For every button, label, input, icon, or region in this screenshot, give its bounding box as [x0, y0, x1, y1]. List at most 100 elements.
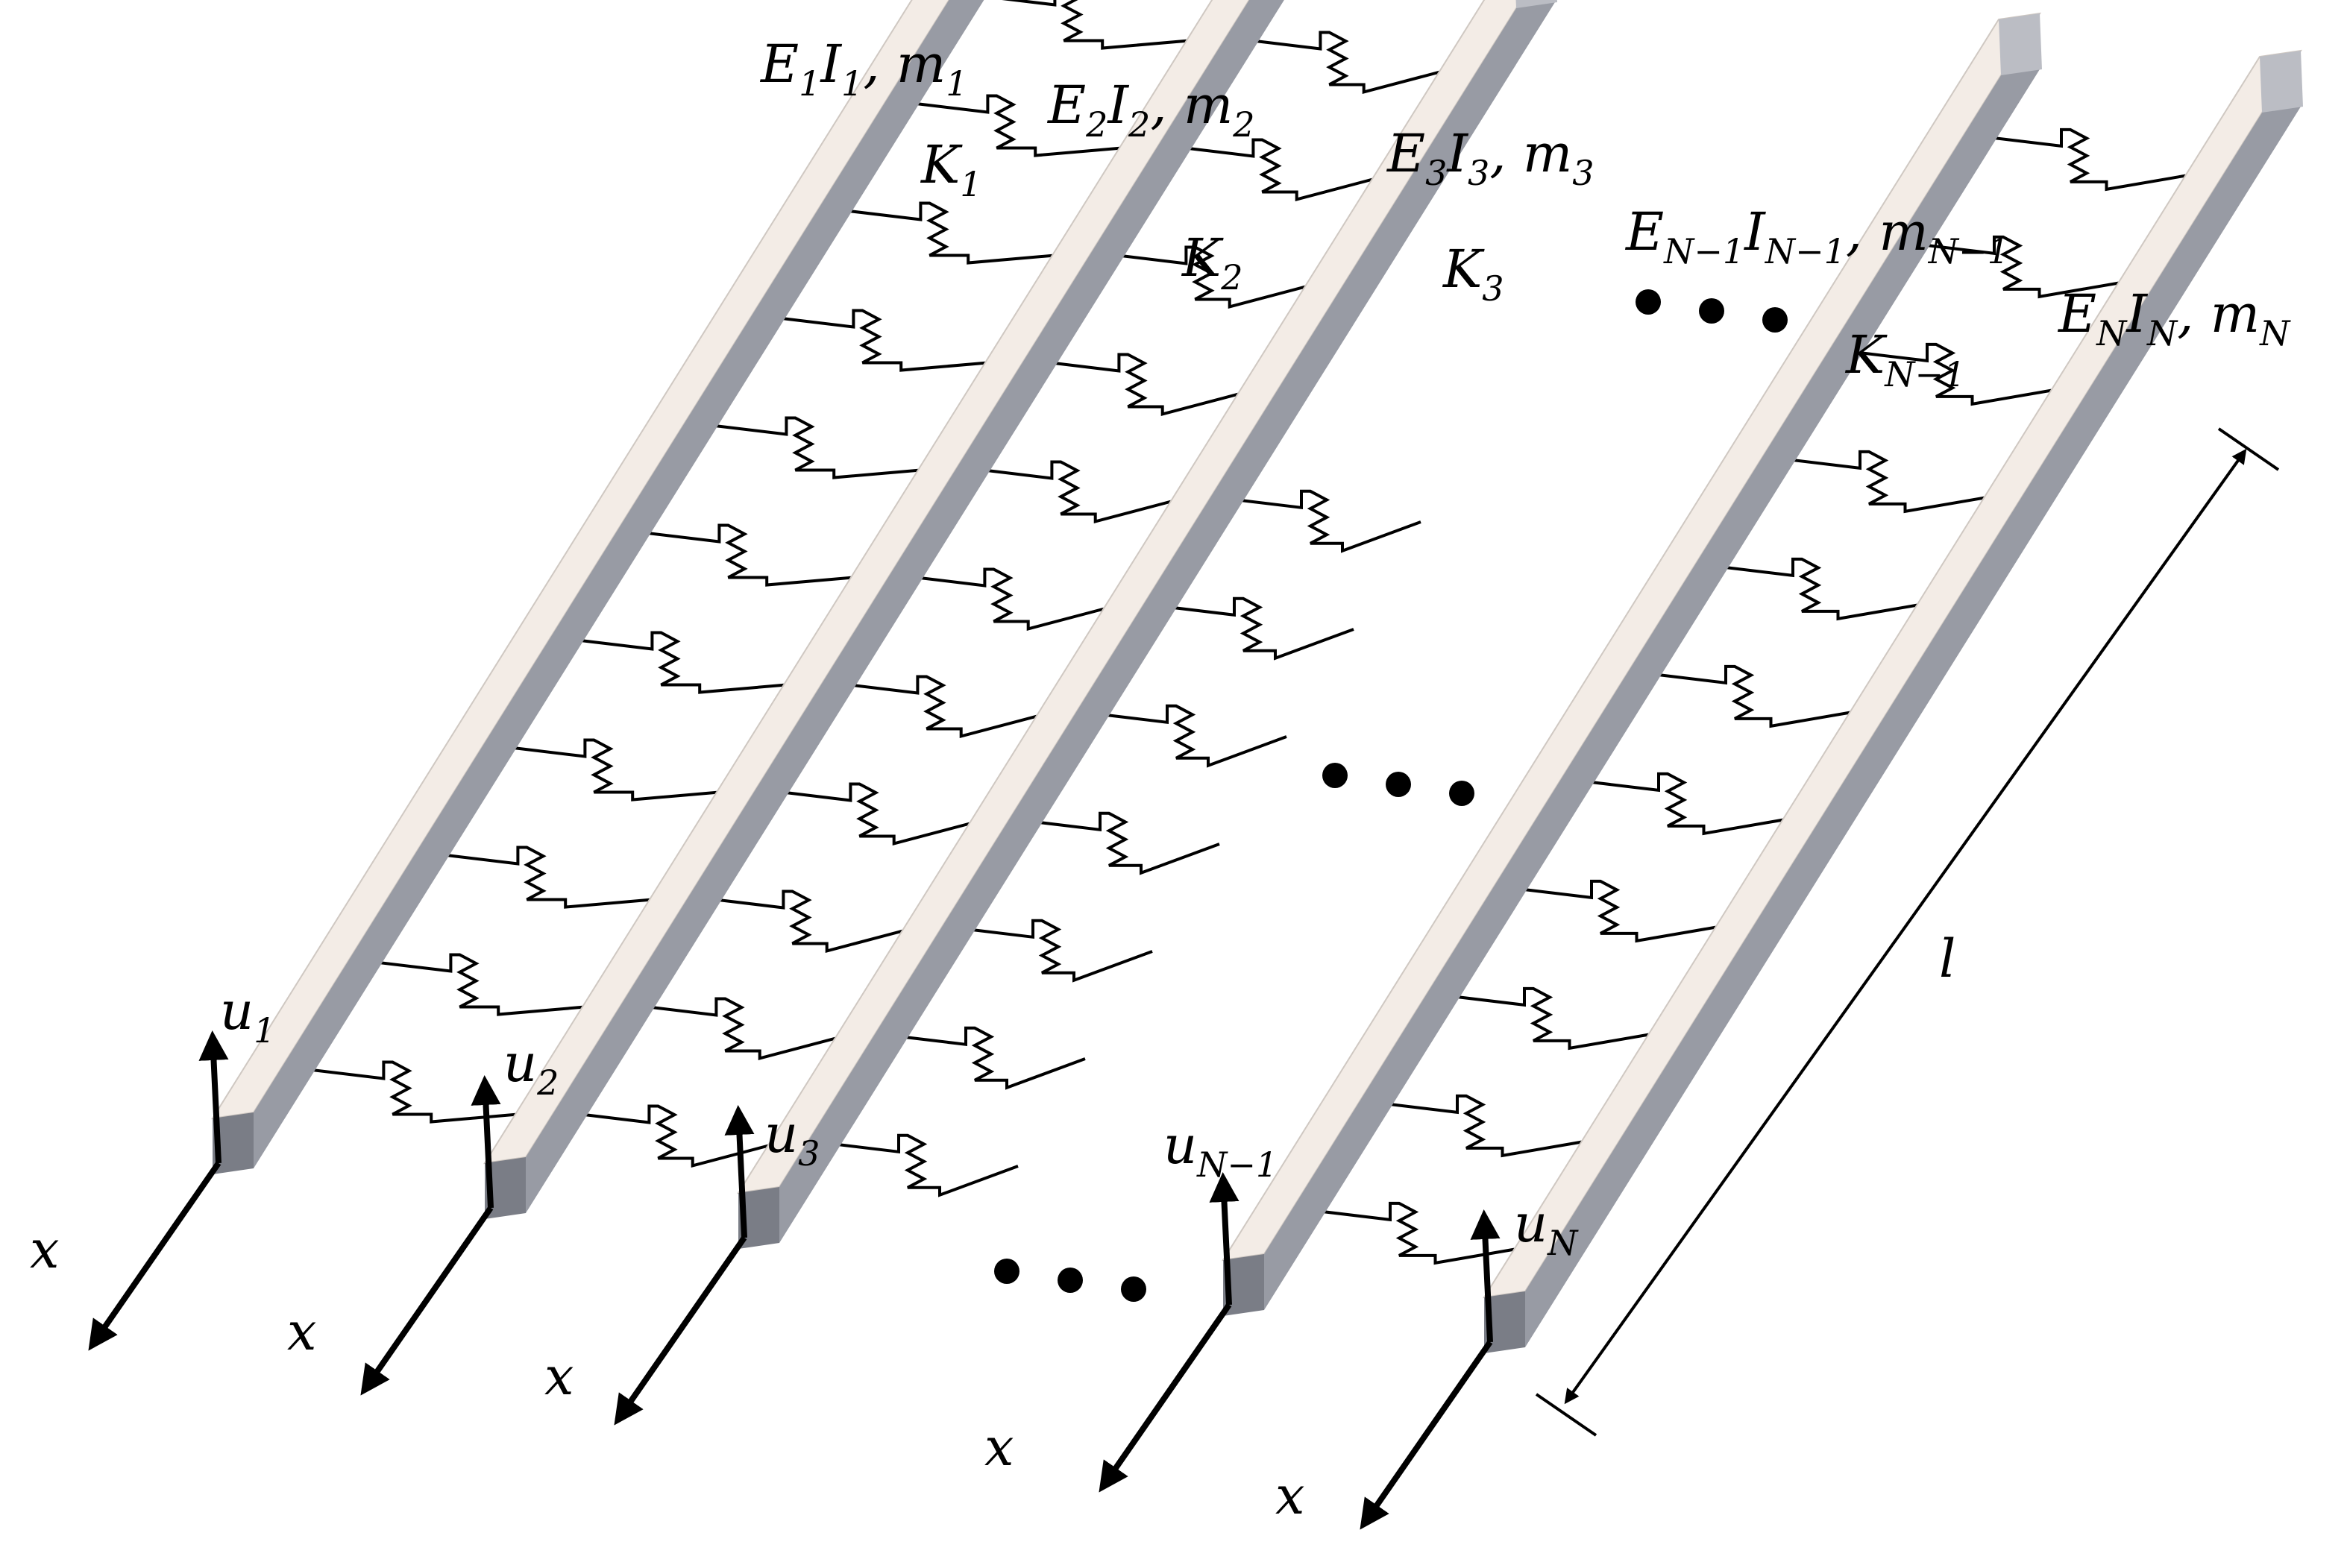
dimension-tick: [2217, 427, 2280, 471]
spring-coil: [909, 94, 1127, 157]
spring: [909, 94, 1127, 157]
spring-coil: [708, 416, 926, 479]
spring-coil: [1099, 704, 1287, 768]
ellipsis-dot: [1449, 781, 1474, 806]
spring-coil: [1920, 235, 2126, 299]
spring: [1248, 31, 1448, 95]
displacement-arrow: [198, 1030, 229, 1164]
x-axis-arrow: [360, 1206, 494, 1396]
spring-coil: [842, 201, 1060, 265]
spring: [372, 953, 590, 1016]
ellipsis-dot: [1058, 1268, 1083, 1293]
displacement-label: u2: [503, 1033, 559, 1103]
spring: [1517, 879, 1724, 943]
spring: [1099, 704, 1287, 768]
displacement-arrow: [724, 1105, 755, 1238]
beam-end-face: [738, 1187, 779, 1249]
spring-coil: [1316, 1201, 1522, 1265]
displacement-label: u1: [220, 980, 275, 1051]
spring: [644, 997, 843, 1061]
displacement-arrow: [1209, 1172, 1240, 1306]
length-dimension-line: [1564, 448, 2247, 1405]
spring: [898, 1026, 1086, 1090]
ellipsis-dot: [994, 1259, 1019, 1284]
displacement-arrow: [1470, 1209, 1501, 1343]
spring-stiffness-label: KN−1: [1844, 324, 1965, 394]
spring-coil: [1785, 450, 1992, 514]
spring-coil: [775, 309, 993, 372]
spring-coil: [577, 1104, 776, 1168]
spring: [1785, 450, 1992, 514]
length-label: l: [1939, 928, 1955, 989]
ellipsis-dot: [1322, 763, 1348, 788]
spring-coil: [1987, 127, 2193, 192]
spring-coil: [1166, 596, 1354, 661]
beam-side-face: [779, 0, 1555, 1243]
spring: [1114, 245, 1313, 309]
spring: [1002, 0, 1194, 50]
spring-coil: [1002, 0, 1194, 50]
beam-far-cap: [1999, 13, 2042, 75]
spring-coil: [965, 919, 1153, 983]
spring-stiffness-label: K2: [1181, 227, 1243, 297]
spring: [913, 567, 1112, 632]
spring: [574, 631, 791, 694]
spring-coil: [711, 890, 911, 954]
spring-coil: [1450, 986, 1656, 1051]
spring-coil: [913, 567, 1112, 632]
displacement-label: u3: [764, 1103, 820, 1174]
beam-far-cap: [2260, 51, 2303, 113]
dimension-tick: [1535, 1393, 1597, 1437]
spring: [980, 460, 1179, 524]
spring-coil: [1383, 1094, 1589, 1158]
spring-coil: [305, 1060, 523, 1124]
ellipsis-dot: [1762, 307, 1788, 333]
ellipsis-dots: [994, 1259, 1146, 1302]
spring-coil: [1234, 489, 1421, 553]
beam-side-face: [254, 0, 984, 1168]
spring: [831, 1133, 1019, 1197]
spring-coil: [644, 997, 843, 1061]
spring: [1047, 353, 1246, 417]
beam-properties-label: EN−1IN−1, mN−1: [1624, 201, 2009, 271]
spring: [1166, 596, 1354, 661]
beam-properties-label: E1I1, m1: [759, 34, 968, 104]
spring-coil: [1853, 342, 2059, 406]
beam-end-face: [485, 1157, 526, 1219]
beam-end-face: [213, 1112, 254, 1174]
spring: [1234, 489, 1421, 553]
ellipsis-dots: [1636, 289, 1788, 333]
spring: [779, 782, 978, 846]
axes-layer: [88, 1030, 1501, 1530]
spring-coil: [846, 675, 1045, 739]
spring-stiffness-label: K1: [920, 134, 982, 204]
x-axis-arrow: [1360, 1340, 1493, 1530]
x-axis-label: x: [287, 1301, 316, 1362]
spring-coil: [1651, 664, 1858, 728]
spring: [1987, 127, 2193, 192]
spring-coil: [439, 846, 657, 909]
beam-side-face: [526, 0, 1284, 1213]
spring-stiffness-label: K3: [1442, 239, 1504, 309]
spring-coil: [1047, 353, 1246, 417]
spring-coil: [1584, 772, 1791, 836]
spring: [965, 919, 1153, 983]
spring: [1651, 664, 1858, 728]
spring-coil: [898, 1026, 1086, 1090]
beam-properties-label: E2I2, m2: [1046, 75, 1255, 145]
spring-coil: [506, 738, 724, 802]
beam-top-face: [211, 0, 950, 1120]
spring-coil: [980, 460, 1179, 524]
spring-coil: [372, 953, 590, 1016]
displacement-arrow: [471, 1075, 501, 1209]
spring: [846, 675, 1045, 739]
spring: [708, 416, 926, 479]
ellipsis-dot: [1636, 289, 1661, 315]
spring-coil: [1718, 557, 1925, 621]
ellipsis-dot: [1121, 1276, 1146, 1302]
spring-coil: [779, 782, 978, 846]
spring-coil: [1181, 138, 1380, 202]
x-axis-arrow: [88, 1161, 221, 1351]
